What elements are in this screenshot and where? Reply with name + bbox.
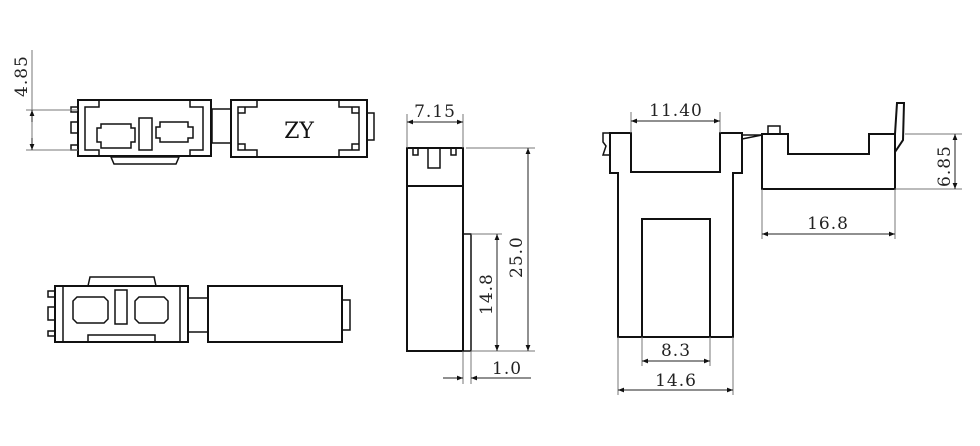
dim-14-8: 14.8: [477, 273, 497, 315]
dim-11-40: 11.40: [649, 101, 703, 121]
top-view: ZY 4.85: [12, 50, 375, 165]
dim-4-85: 4.85: [12, 55, 32, 97]
dim-1-0: 1.0: [492, 359, 522, 379]
dim-6-85: 6.85: [935, 145, 955, 187]
side-view: 7.15 25.0 14.8 1.0: [406, 102, 535, 384]
dim-25-0: 25.0: [507, 236, 527, 278]
front-view: 11.40 6.85 16.8 8.3 14.6: [601, 101, 962, 395]
bottom-view: [47, 276, 351, 343]
dim-8-3: 8.3: [661, 341, 691, 361]
dim-7-15: 7.15: [414, 102, 456, 122]
dim-14-6: 14.6: [655, 371, 697, 391]
marking-text: ZY: [284, 119, 314, 144]
dim-16-8: 16.8: [807, 214, 849, 234]
